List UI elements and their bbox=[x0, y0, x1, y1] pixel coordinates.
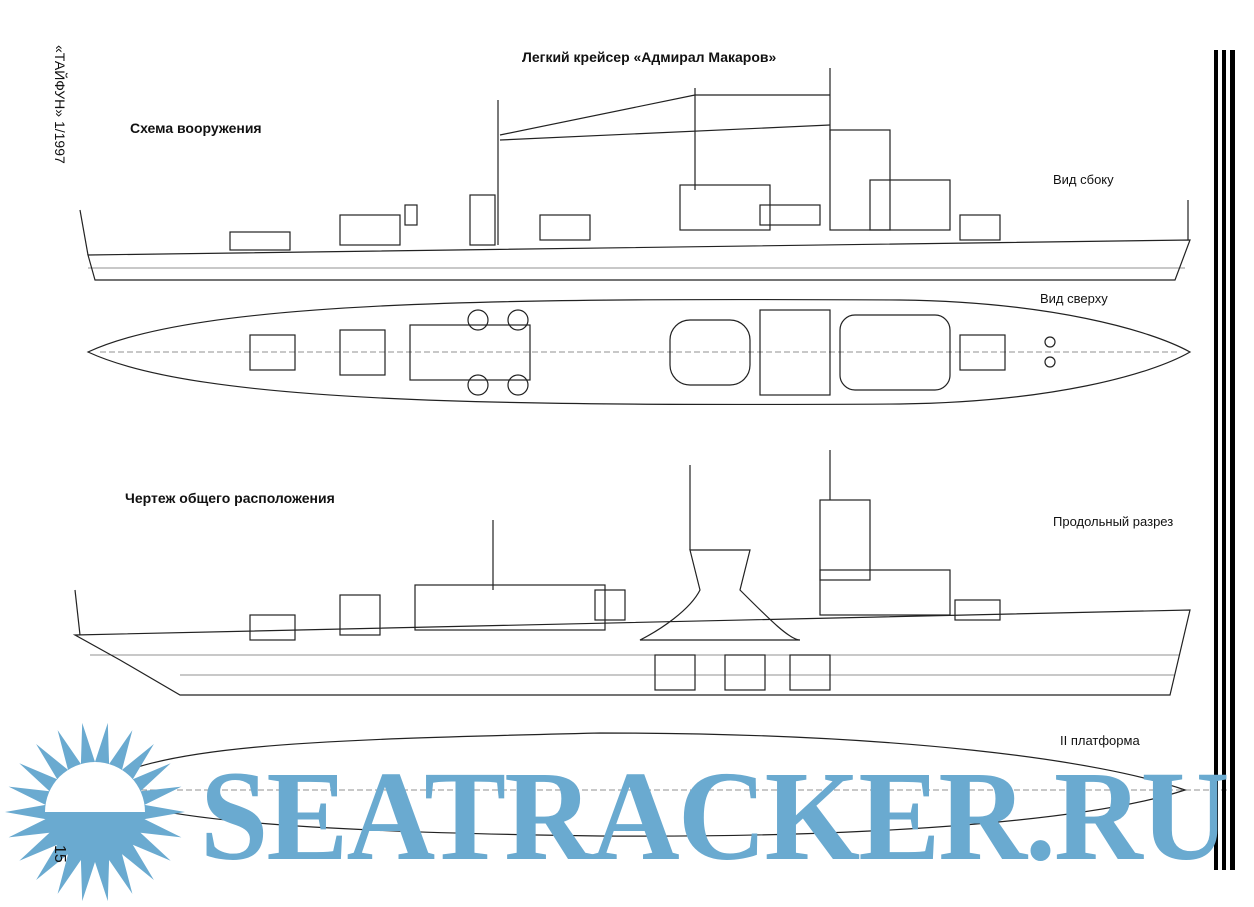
page-title: Легкий крейсер «Адмирал Макаров» bbox=[522, 49, 777, 65]
longitudinal-section-label: Продольный разрез bbox=[1053, 514, 1174, 529]
longitudinal-section-drawing bbox=[72, 450, 1191, 696]
side-view-drawing bbox=[79, 68, 1191, 281]
armament-scheme-heading: Схема вооружения bbox=[130, 120, 262, 136]
general-arrangement-heading: Чертеж общего расположения bbox=[125, 490, 335, 506]
side-view-label: Вид сбоку bbox=[1053, 172, 1114, 187]
top-view-drawing bbox=[86, 298, 1192, 406]
watermark-text: SEATRACKER.RU bbox=[200, 745, 1230, 887]
platform-label: II платформа bbox=[1060, 733, 1140, 748]
margin-bars bbox=[1214, 50, 1235, 870]
page-number: 15 bbox=[51, 845, 68, 863]
sun-dome bbox=[45, 762, 145, 812]
running-head: «ТАЙФУН» 1/1997 bbox=[52, 45, 68, 164]
sunburst-logo bbox=[5, 722, 185, 902]
platform-drawing bbox=[60, 732, 1230, 837]
top-view-label: Вид сверху bbox=[1040, 291, 1108, 306]
